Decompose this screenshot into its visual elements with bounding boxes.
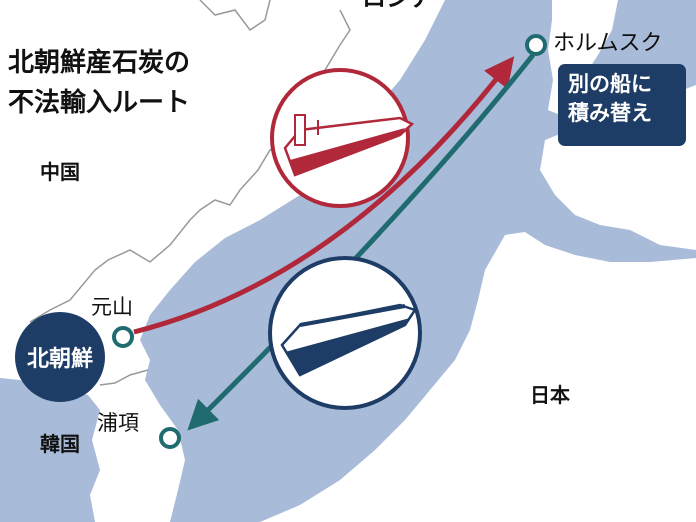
- ship-icon-navy: [268, 256, 422, 410]
- title-line2: 不法輸入ルート: [8, 88, 191, 118]
- kholmsk-marker: [525, 34, 547, 56]
- china-russia-border: [199, 0, 271, 32]
- label-north-korea: 北朝鮮: [26, 347, 93, 372]
- label-china: 中国: [40, 160, 80, 184]
- label-wonsan: 元山: [91, 295, 133, 319]
- label-russia: ロシア: [362, 0, 434, 10]
- korea-dmz-border: [99, 369, 149, 386]
- transfer-note-line1: 別の船に: [568, 72, 652, 96]
- label-japan: 日本: [530, 383, 570, 407]
- wonsan-marker: [112, 326, 134, 348]
- pohang-marker: [159, 427, 181, 449]
- north-korea-badge: 北朝鮮: [15, 312, 105, 402]
- transfer-note-box: 別の船に 積み替え: [558, 64, 686, 146]
- label-pohang: 浦項: [97, 411, 139, 435]
- title-line1: 北朝鮮産石炭の: [8, 48, 191, 78]
- transfer-note-line2: 積み替え: [568, 101, 652, 125]
- ship-icon-red: [270, 68, 415, 208]
- route-wonsan-to-kholmsk: [133, 56, 515, 335]
- label-south-korea: 韓国: [40, 432, 80, 456]
- route-kholmsk-to-pohang: [187, 53, 535, 431]
- label-kholmsk: ホルムスク: [553, 31, 663, 56]
- honshu-land: [260, 232, 696, 522]
